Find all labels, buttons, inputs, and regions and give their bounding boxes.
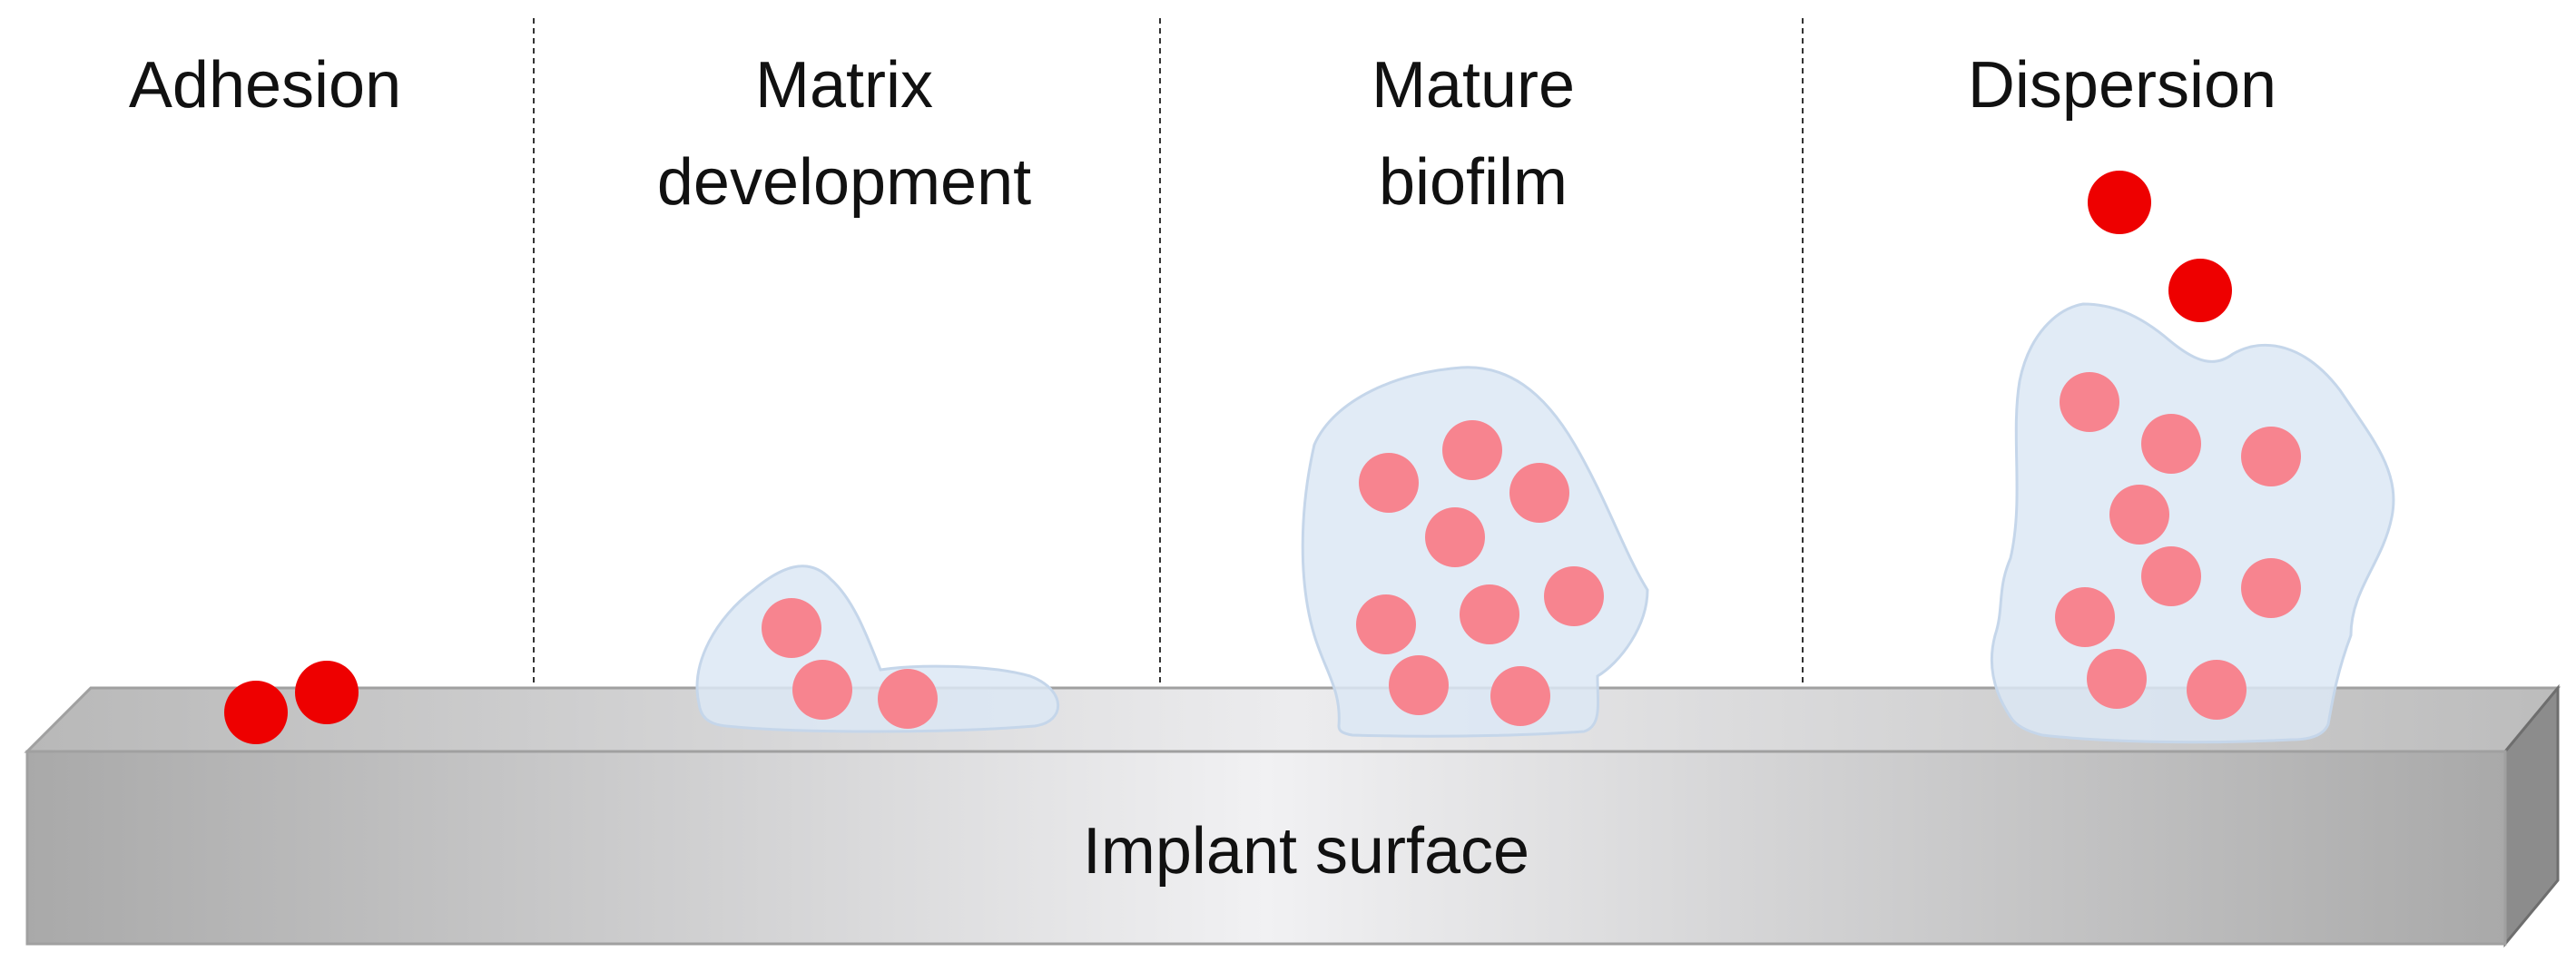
free-bacterium: [224, 681, 288, 744]
free-bacterium: [2168, 259, 2232, 322]
bacteria-layer: [224, 171, 2301, 744]
embedded-bacterium: [878, 669, 938, 729]
embedded-bacterium: [1425, 507, 1485, 567]
embedded-bacterium: [2241, 427, 2301, 486]
embedded-bacterium: [2109, 485, 2169, 545]
stage-title-dispersion: Dispersion: [1968, 49, 2276, 122]
stage-title-adhesion: Adhesion: [129, 49, 401, 122]
embedded-bacterium: [1356, 594, 1416, 654]
embedded-bacterium: [762, 598, 821, 658]
free-bacterium: [295, 661, 359, 724]
implant-surface-label: Implant surface: [1083, 815, 1529, 888]
embedded-bacterium: [1544, 566, 1604, 626]
stage-title-matrix-development-line-1: Matrix: [755, 49, 933, 122]
implant-surface-front: [25, 750, 2507, 946]
embedded-bacterium: [1359, 453, 1419, 513]
embedded-bacterium: [2060, 372, 2119, 432]
embedded-bacterium: [1509, 463, 1569, 523]
implant-surface: Implant surface: [24, 683, 2561, 948]
embedded-bacterium: [2141, 546, 2201, 606]
stage-title-mature-biofilm-line-1: Mature: [1372, 49, 1575, 122]
embedded-bacterium: [1442, 420, 1502, 480]
embedded-bacterium: [1490, 666, 1550, 726]
embedded-bacterium: [2187, 660, 2247, 720]
embedded-bacterium: [2087, 649, 2147, 709]
embedded-bacterium: [792, 660, 852, 720]
embedded-bacterium: [2055, 587, 2115, 647]
stage-titles: Adhesion Matrix development Mature biofi…: [129, 49, 2276, 219]
embedded-bacterium: [1460, 584, 1519, 644]
embedded-bacterium: [1389, 655, 1449, 715]
stage-title-mature-biofilm-line-2: biofilm: [1379, 146, 1568, 219]
embedded-bacterium: [2241, 558, 2301, 618]
free-bacterium: [2088, 171, 2151, 234]
stage-title-matrix-development-line-2: development: [657, 146, 1031, 219]
embedded-bacterium: [2141, 414, 2201, 474]
matrix-blob-small: [695, 565, 1060, 733]
